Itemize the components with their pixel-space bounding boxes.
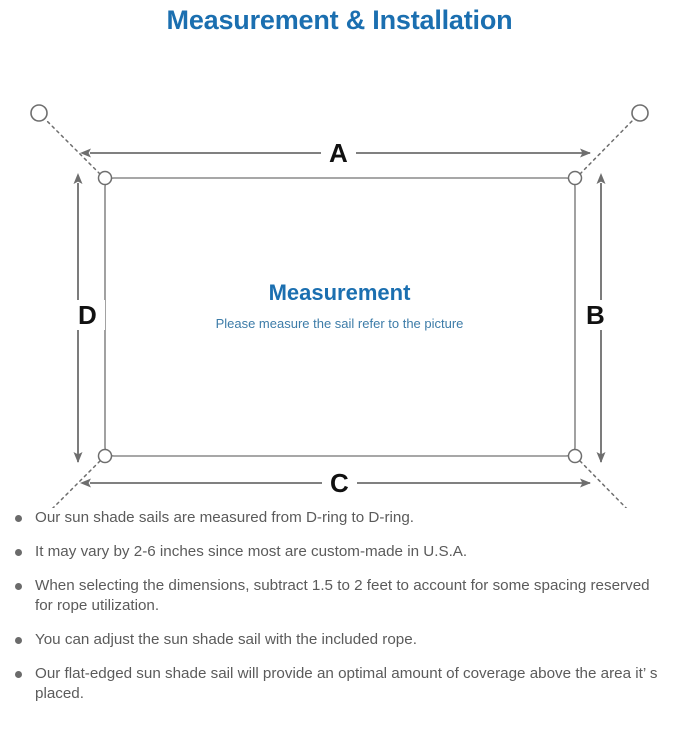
list-item: Our sun shade sails are measured from D-…	[10, 508, 665, 528]
list-item-text: You can adjust the sun shade sail with t…	[35, 631, 417, 648]
list-item: You can adjust the sun shade sail with t…	[10, 630, 665, 650]
notes-list: Our sun shade sails are measured from D-…	[0, 508, 679, 704]
sail-outline	[104, 177, 576, 457]
list-item-text: Our flat-edged sun shade sail will provi…	[35, 665, 658, 702]
rope-line-top-right	[579, 118, 635, 175]
diagram-canvas	[30, 104, 649, 508]
rope-line-bottom-left	[51, 460, 101, 508]
list-item-text: Our sun shade sails are measured from D-…	[35, 509, 414, 526]
d-ring-top-right	[567, 170, 583, 186]
measurement-diagram: Measurement Please measure the sail refe…	[0, 38, 679, 508]
anchor-point-top-left	[30, 104, 48, 122]
bullet-dot-icon	[15, 671, 22, 678]
d-ring-top-left	[97, 170, 113, 186]
page-title: Measurement & Installation	[166, 5, 513, 35]
rope-line-top-left	[44, 118, 101, 175]
d-ring-bottom-right	[567, 448, 583, 464]
list-item: Our flat-edged sun shade sail will provi…	[10, 664, 665, 704]
d-ring-bottom-left	[97, 448, 113, 464]
bullet-dot-icon	[15, 637, 22, 644]
list-item: When selecting the dimensions, subtract …	[10, 576, 665, 616]
bullet-dot-icon	[15, 583, 22, 590]
rope-line-bottom-right	[579, 460, 628, 508]
bullet-dot-icon	[15, 549, 22, 556]
list-item-text: It may vary by 2-6 inches since most are…	[35, 543, 468, 560]
anchor-point-top-right	[631, 104, 649, 122]
list-item: It may vary by 2-6 inches since most are…	[10, 542, 665, 562]
list-item-text: When selecting the dimensions, subtract …	[35, 577, 650, 614]
bullet-dot-icon	[15, 515, 22, 522]
